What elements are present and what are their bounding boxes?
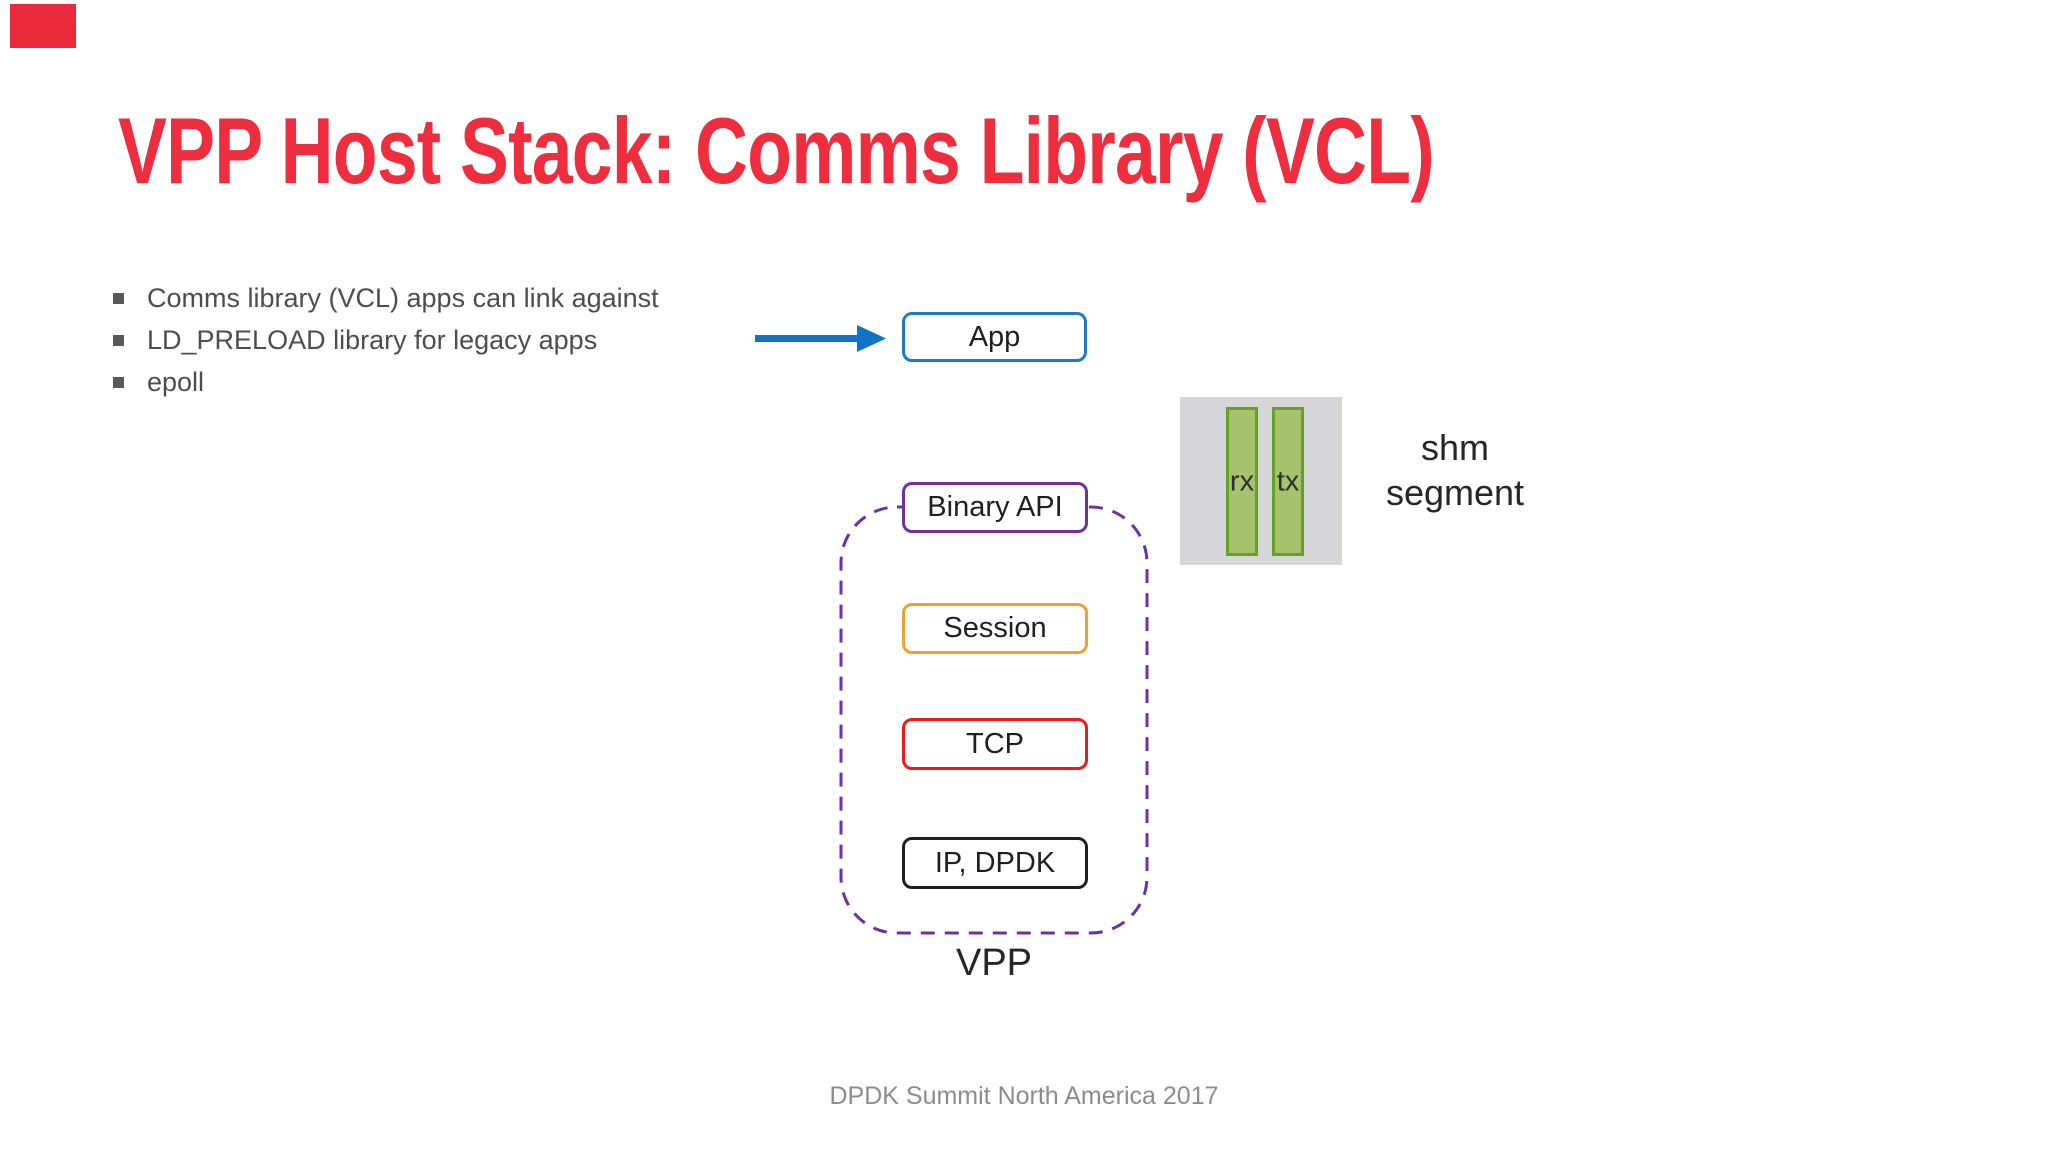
shm-caption-line: shm xyxy=(1420,427,1489,468)
slide-footer: DPDK Summit North America 2017 xyxy=(829,1082,1219,1110)
arrow-right-icon xyxy=(755,325,886,352)
tx-queue-bar xyxy=(1272,407,1304,556)
app-box-label: App xyxy=(968,320,1021,353)
session-box: Session xyxy=(902,603,1088,654)
bullet-text: epoll xyxy=(147,366,205,397)
shm-segment-box: rx tx xyxy=(1180,397,1342,565)
binary-api-box-label: Binary API xyxy=(927,491,1063,523)
bullet-square-icon xyxy=(113,376,124,388)
ip-dpdk-box: IP, DPDK xyxy=(902,837,1088,889)
shm-segment-caption: shm segment xyxy=(1355,425,1555,515)
slide-title: VPP Host Stack: Comms Library (VCL) xyxy=(118,98,1435,203)
binary-api-box: Binary API xyxy=(902,482,1088,533)
bullet-text: LD_PRELOAD library for legacy apps xyxy=(147,324,598,355)
vpp-container-label: VPP xyxy=(955,942,1033,984)
corner-accent-block xyxy=(10,4,76,48)
session-box-label: Session xyxy=(943,612,1047,644)
tcp-box: TCP xyxy=(902,718,1088,770)
app-box: App xyxy=(902,312,1087,362)
bullet-square-icon xyxy=(113,334,124,346)
tcp-box-label: TCP xyxy=(966,727,1024,760)
bullet-item: epoll xyxy=(113,361,659,403)
bullet-list: Comms library (VCL) apps can link agains… xyxy=(113,277,659,403)
rx-bar-label: rx xyxy=(1229,465,1255,498)
shm-caption-line: segment xyxy=(1385,472,1525,513)
bullet-square-icon xyxy=(113,292,124,304)
bullet-item: LD_PRELOAD library for legacy apps xyxy=(113,319,659,361)
ip-dpdk-box-label: IP, DPDK xyxy=(934,846,1056,879)
bullet-text: Comms library (VCL) apps can link agains… xyxy=(147,282,659,313)
tx-bar-label: tx xyxy=(1276,465,1300,498)
bullet-item: Comms library (VCL) apps can link agains… xyxy=(113,277,659,319)
rx-queue-bar xyxy=(1226,407,1258,556)
